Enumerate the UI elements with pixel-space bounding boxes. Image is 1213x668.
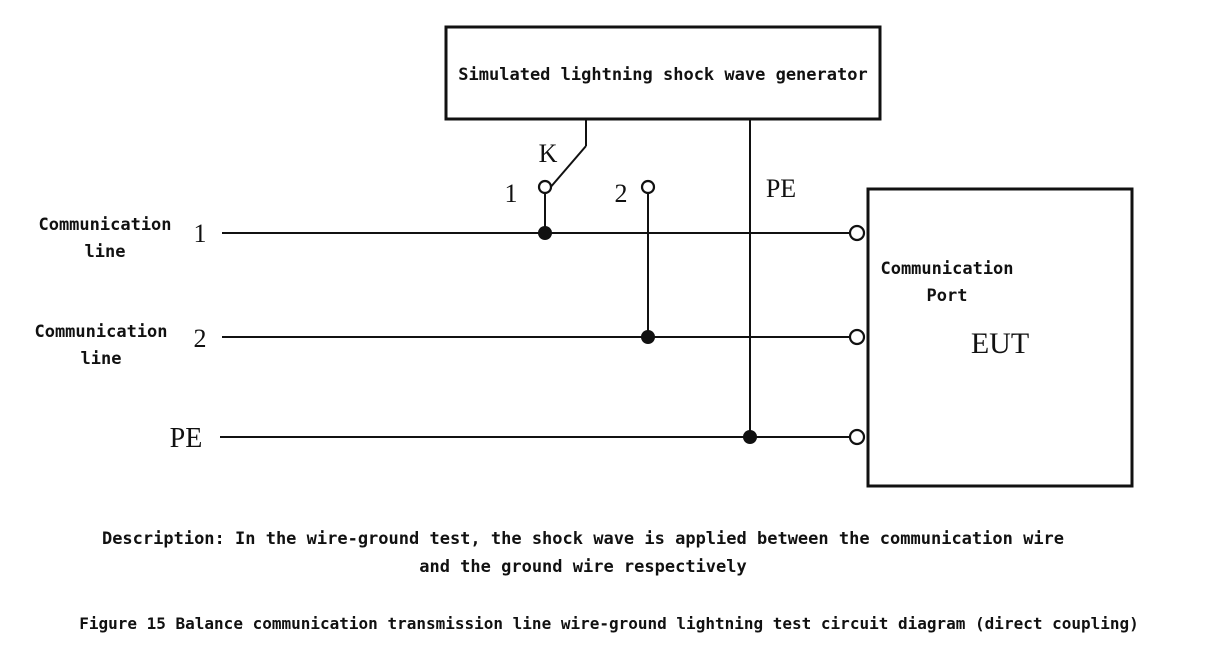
eut-port-label-part2: Port: [927, 286, 968, 306]
switch-contact-1: [537, 179, 553, 195]
line-2-name-part2: line: [81, 349, 122, 369]
line-2-number: 2: [194, 324, 207, 353]
pe-junction: [743, 430, 757, 444]
line-1-name-part2: line: [85, 242, 126, 262]
switch-k-blade: [548, 145, 587, 190]
eut-box: [866, 187, 1134, 488]
line-2-junction: [641, 330, 655, 344]
eut-port-label-part1: Communication: [880, 259, 1013, 279]
eut-terminal-pe: [848, 428, 866, 446]
line-1-name-part1: Communication: [38, 215, 171, 235]
eut-label: EUT: [971, 327, 1029, 360]
switch-k-label: K: [539, 139, 558, 168]
generator-label: Simulated lightning shock wave generator: [458, 65, 867, 85]
switch-contact-1-label: 1: [505, 179, 518, 208]
line-2-name-part1: Communication: [34, 322, 167, 342]
generator-pe-label: PE: [766, 174, 796, 203]
switch-contact-2: [640, 179, 656, 195]
line-1-number: 1: [194, 219, 207, 248]
line-1-junction: [538, 226, 552, 240]
switch-contact-2-label: 2: [615, 179, 628, 208]
eut-terminal-2: [848, 328, 866, 346]
eut-terminal-1: [848, 224, 866, 242]
generator-box: [444, 25, 882, 121]
figure-caption: Figure 15 Balance communication transmis…: [79, 614, 1139, 633]
description-line-1: Description: In the wire-ground test, th…: [102, 529, 1064, 549]
description-line-2: and the ground wire respectively: [419, 557, 747, 577]
pe-line-label: PE: [170, 423, 203, 454]
